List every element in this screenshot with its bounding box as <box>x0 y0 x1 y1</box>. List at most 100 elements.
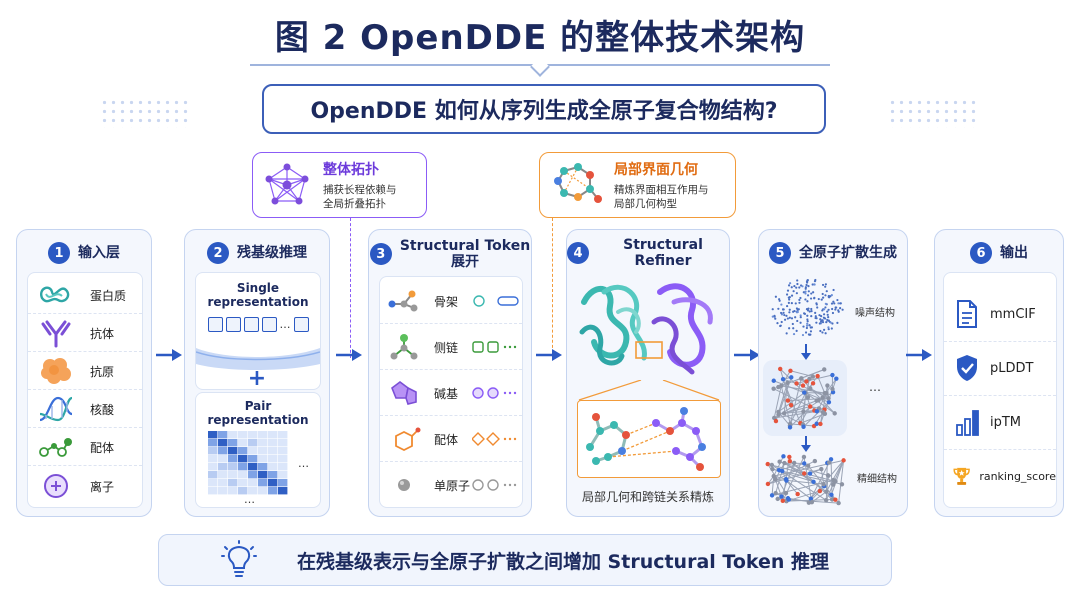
matrix-cell <box>208 447 218 455</box>
ellipsis: … <box>279 318 291 331</box>
noise-atom <box>790 286 793 289</box>
intermediate-bond <box>789 378 802 424</box>
matrix-cell <box>278 487 288 495</box>
noise-atom <box>824 294 827 297</box>
input-label: 配体 <box>90 440 115 455</box>
noise-atom <box>806 322 809 325</box>
noise-atom <box>801 333 805 337</box>
callout-title: 局部界面几何 <box>614 162 698 178</box>
matrix-cell <box>208 431 218 439</box>
refined-bond <box>779 461 829 476</box>
noise-atom <box>813 296 816 300</box>
refined-atom <box>773 490 778 496</box>
refined-atom <box>765 461 770 467</box>
flow-arrow <box>536 349 562 361</box>
noise-atom <box>823 308 826 311</box>
noise-atom <box>792 332 796 336</box>
single-atom-icon <box>398 479 410 491</box>
noise-atom <box>771 308 774 311</box>
noise-atom <box>821 283 825 287</box>
intermediate-bond <box>817 375 826 394</box>
noise-atom <box>781 308 785 311</box>
noise-atom <box>794 316 797 319</box>
refined-atom <box>769 462 775 468</box>
protein-icon <box>40 286 70 303</box>
noise-atom <box>839 302 842 305</box>
noise-atom <box>833 302 836 305</box>
pair-representation-label: Pair representation <box>207 399 309 427</box>
refined-bond <box>767 463 836 482</box>
refined-bond <box>786 480 799 495</box>
noise-atom <box>813 283 816 286</box>
matrix-cell <box>208 471 218 479</box>
title-divider-notch <box>530 57 550 77</box>
matrix-cell <box>208 463 218 471</box>
noise-atom <box>804 292 807 295</box>
interface-atoms <box>586 407 706 471</box>
noise-atom <box>792 327 795 330</box>
flow-arrow <box>906 349 932 361</box>
noise-atom <box>802 325 805 328</box>
noise-atom <box>837 310 840 313</box>
noise-atom <box>776 322 779 325</box>
refined-atom <box>780 498 785 504</box>
ion-icon <box>44 474 68 498</box>
noise-atom <box>799 314 802 317</box>
noise-atom <box>826 310 829 313</box>
stage-title: 输出 <box>1000 245 1028 261</box>
intermediate-atom <box>830 386 835 392</box>
noise-atom <box>837 302 840 305</box>
intermediate-atom <box>776 412 781 417</box>
noise-atom <box>824 302 827 305</box>
bar-chart-icon <box>956 410 979 436</box>
noise-atom <box>821 321 825 324</box>
refined-atom <box>806 500 812 505</box>
noise-atom <box>774 295 777 298</box>
noise-atom <box>814 316 817 320</box>
noise-atom <box>827 308 830 311</box>
token-shapes <box>472 432 517 446</box>
matrix-cell <box>278 455 288 463</box>
noise-atom <box>796 319 799 323</box>
noise-atom <box>790 294 794 297</box>
noise-atom <box>827 316 830 319</box>
matrix-cell <box>238 455 248 463</box>
stage-title: 残基级推理 <box>237 245 307 261</box>
noise-atom <box>806 300 809 303</box>
dna-icon <box>39 396 73 422</box>
stage-title: Structural Refiner <box>623 237 703 269</box>
lightbulb-icon <box>220 540 257 577</box>
intermediate-atom <box>780 376 786 382</box>
noise-atom <box>826 313 829 316</box>
refined-atom <box>825 473 831 478</box>
token-list: 骨架 侧链 碱基 配体 <box>379 276 523 508</box>
noise-atom <box>821 292 824 296</box>
noise-atom <box>805 283 808 287</box>
list-item: 侧链 <box>380 325 522 370</box>
token-row: … <box>196 317 320 332</box>
token-label: 侧链 <box>434 340 459 355</box>
shield-check-icon <box>957 355 977 381</box>
noise-atom <box>824 332 827 335</box>
noise-atom <box>792 290 795 293</box>
noise-atom <box>806 318 809 321</box>
intermediate-atom <box>818 421 823 427</box>
matrix-cell <box>208 455 218 463</box>
stage-residue-reasoning: 2 残基级推理 Single representation … + Pair r… <box>184 229 330 517</box>
matrix-cell <box>208 439 218 447</box>
noise-atom <box>806 294 810 297</box>
noise-atom <box>795 329 798 332</box>
noise-atom <box>818 314 821 317</box>
noise-atom <box>786 289 790 292</box>
input-label: 蛋白质 <box>90 288 127 303</box>
noise-atom <box>788 316 791 319</box>
noise-atom <box>829 321 832 324</box>
matrix-cell <box>278 431 288 439</box>
matrix-cell <box>248 463 258 471</box>
intermediate-bond <box>783 382 788 414</box>
input-label: 离子 <box>90 479 115 494</box>
matrix-cell <box>268 439 278 447</box>
noise-atom <box>820 319 823 322</box>
stage-title-line1: Structural Token <box>399 238 531 254</box>
noise-atom <box>816 306 819 309</box>
